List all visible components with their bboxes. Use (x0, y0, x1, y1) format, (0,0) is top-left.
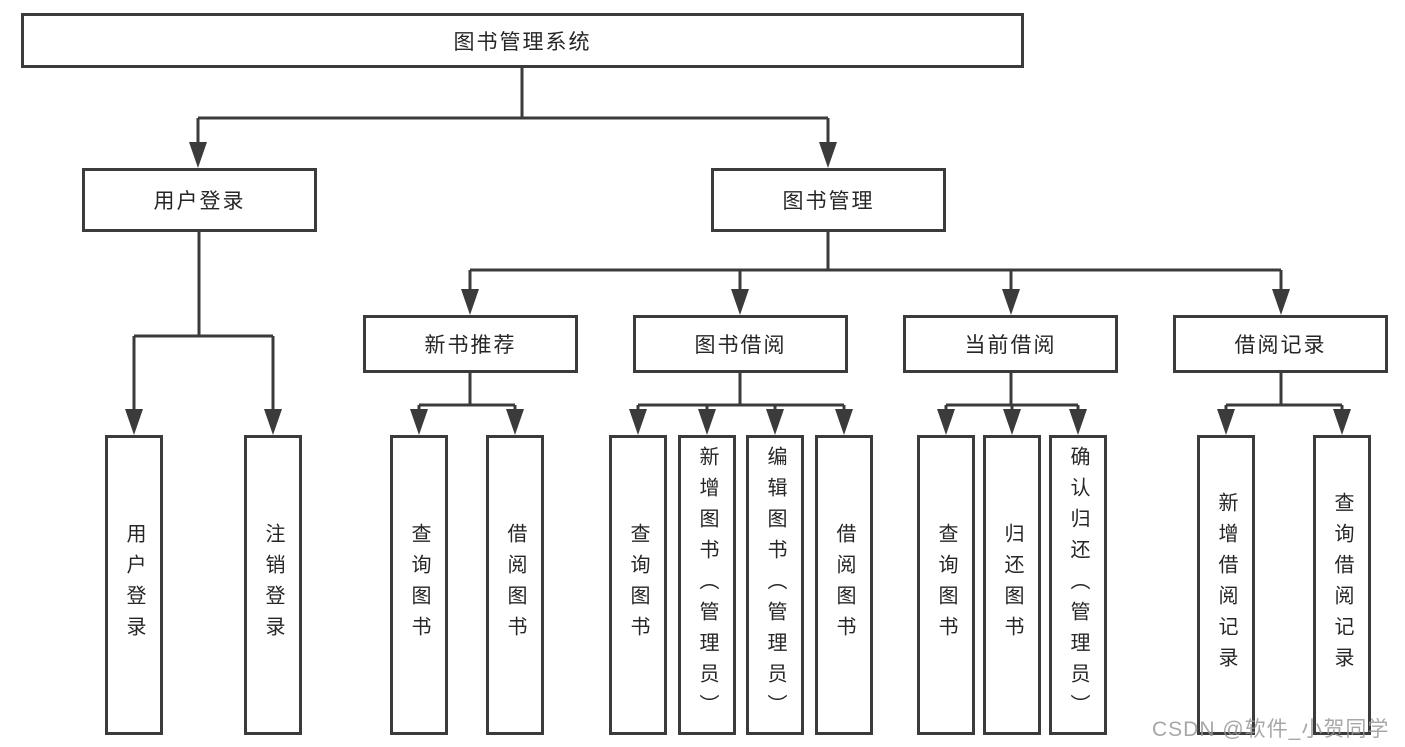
leaf-query-books-current: 查询图书 (917, 435, 975, 735)
leaf-edit-book-admin-label: 编辑图书（管理员） (764, 445, 786, 725)
node-new-book-recommendation-label: 新书推荐 (424, 334, 517, 357)
node-root-label: 图书管理系统 (453, 30, 592, 54)
leaf-query-books-borrowing: 查询图书 (609, 435, 667, 735)
leaf-query-books-recommend-label: 查询图书 (408, 523, 430, 647)
leaf-add-book-admin: 新增图书（管理员） (678, 435, 736, 735)
node-root: 图书管理系统 (21, 13, 1024, 68)
leaf-logout-label: 注销登录 (262, 523, 284, 647)
leaf-borrow-books-borrowing-label: 借阅图书 (833, 523, 855, 647)
node-user-login-label: 用户登录 (153, 190, 246, 213)
node-current-borrowing: 当前借阅 (903, 315, 1118, 373)
node-book-management: 图书管理 (711, 168, 946, 232)
leaf-borrow-books-recommend-label: 借阅图书 (504, 523, 526, 647)
leaf-query-books-current-label: 查询图书 (935, 523, 957, 647)
leaf-add-borrow-record: 新增借阅记录 (1197, 435, 1255, 735)
node-book-management-label: 图书管理 (782, 190, 875, 213)
leaf-confirm-return-admin: 确认归还（管理员） (1049, 435, 1107, 735)
leaf-borrow-books-borrowing: 借阅图书 (815, 435, 873, 735)
leaf-confirm-return-admin-label: 确认归还（管理员） (1067, 445, 1089, 725)
leaf-edit-book-admin: 编辑图书（管理员） (746, 435, 804, 735)
node-current-borrowing-label: 当前借阅 (964, 334, 1057, 357)
node-user-login: 用户登录 (82, 168, 317, 232)
tree-edges (132, 68, 1344, 412)
leaf-logout: 注销登录 (244, 435, 302, 735)
watermark: CSDN @软件_小贺同学 (1152, 718, 1390, 741)
leaf-query-borrow-record-label: 查询借阅记录 (1331, 492, 1353, 678)
leaf-return-books: 归还图书 (983, 435, 1041, 735)
leaf-query-borrow-record: 查询借阅记录 (1313, 435, 1371, 735)
node-book-borrowing: 图书借阅 (633, 315, 848, 373)
node-new-book-recommendation: 新书推荐 (363, 315, 578, 373)
leaf-query-books-recommend: 查询图书 (390, 435, 448, 735)
leaf-borrow-books-recommend: 借阅图书 (486, 435, 544, 735)
leaf-user-login: 用户登录 (105, 435, 163, 735)
node-borrowing-records: 借阅记录 (1173, 315, 1388, 373)
leaf-add-borrow-record-label: 新增借阅记录 (1215, 492, 1237, 678)
leaf-query-books-borrowing-label: 查询图书 (627, 523, 649, 647)
leaf-user-login-label: 用户登录 (123, 523, 145, 647)
node-borrowing-records-label: 借阅记录 (1234, 334, 1327, 357)
node-book-borrowing-label: 图书借阅 (694, 334, 787, 357)
leaf-return-books-label: 归还图书 (1001, 523, 1023, 647)
leaf-add-book-admin-label: 新增图书（管理员） (696, 445, 718, 725)
